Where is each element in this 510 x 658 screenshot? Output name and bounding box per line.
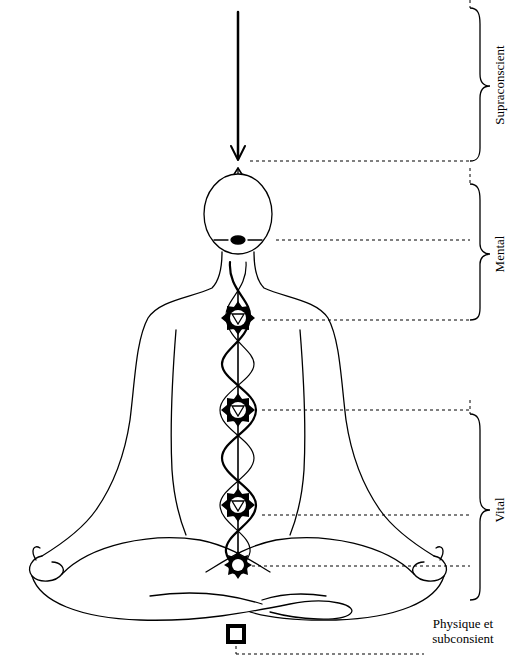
level-label: Physique et subconsient: [419, 617, 507, 647]
level-label: Mental: [493, 236, 508, 273]
level-label: Vital: [493, 497, 508, 522]
level-label: Supraconscient: [493, 45, 508, 124]
